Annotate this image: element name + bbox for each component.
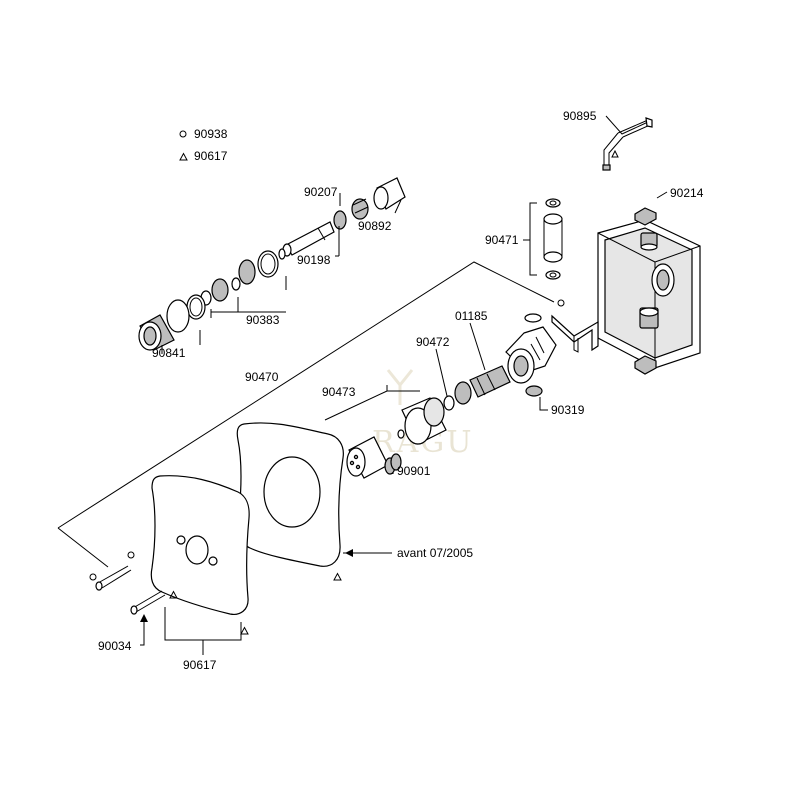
label-90383: 90383: [246, 313, 280, 327]
label-90034: 90034: [98, 639, 132, 653]
o-ring-part: [443, 395, 455, 411]
triangle-marker-icon: [240, 626, 249, 635]
label-90901: 90901: [397, 464, 431, 478]
check-valve-part: [384, 429, 405, 475]
circle-marker-icon: [89, 573, 97, 581]
label-90472: 90472: [416, 335, 450, 349]
cover-plate-part: [150, 475, 250, 615]
label-90895: 90895: [563, 109, 597, 123]
watermark-logo: [386, 369, 414, 405]
hex-key-part: [602, 115, 653, 171]
label-90617: 90617: [183, 658, 217, 672]
legend-circle-label: 90938: [194, 127, 228, 141]
screw-set-part: [89, 551, 249, 635]
spacer-tube-part: [543, 198, 563, 280]
label-90470: 90470: [245, 370, 279, 384]
label-90892: 90892: [358, 219, 392, 233]
circle-marker-icon: [557, 299, 565, 307]
thermo-insert-part: [454, 365, 511, 405]
label-90198: 90198: [297, 253, 331, 267]
mounting-bracket-part: [551, 314, 599, 353]
label-avant: avant 07/2005: [397, 546, 473, 560]
flush-box-part: [597, 207, 701, 375]
triangle-marker-icon: [169, 590, 178, 599]
legend-triangle-label: 90617: [194, 149, 228, 163]
triangle-marker-icon: [611, 149, 619, 158]
circle-marker-icon: [179, 130, 187, 138]
triangle-marker-icon: [179, 152, 188, 161]
label-90471: 90471: [485, 233, 519, 247]
trim-sleeve-part: [346, 397, 447, 479]
circle-marker-icon: [127, 551, 135, 559]
label-90473: 90473: [322, 385, 356, 399]
gasket-part: [525, 385, 543, 397]
triangle-marker-icon: [333, 572, 342, 581]
label-01185: 01185: [455, 309, 488, 323]
cover-plate-old-part: [236, 422, 344, 567]
valve-cartridge-part: [278, 177, 406, 260]
seal-set-part: [166, 250, 279, 333]
label-90214: 90214: [670, 186, 704, 200]
label-90319: 90319: [551, 403, 585, 417]
valve-body-part: [505, 313, 557, 384]
legend: 90938 90617: [179, 127, 228, 163]
label-90207: 90207: [304, 185, 338, 199]
control-knob-part: [138, 314, 175, 351]
label-90841: 90841: [152, 346, 186, 360]
